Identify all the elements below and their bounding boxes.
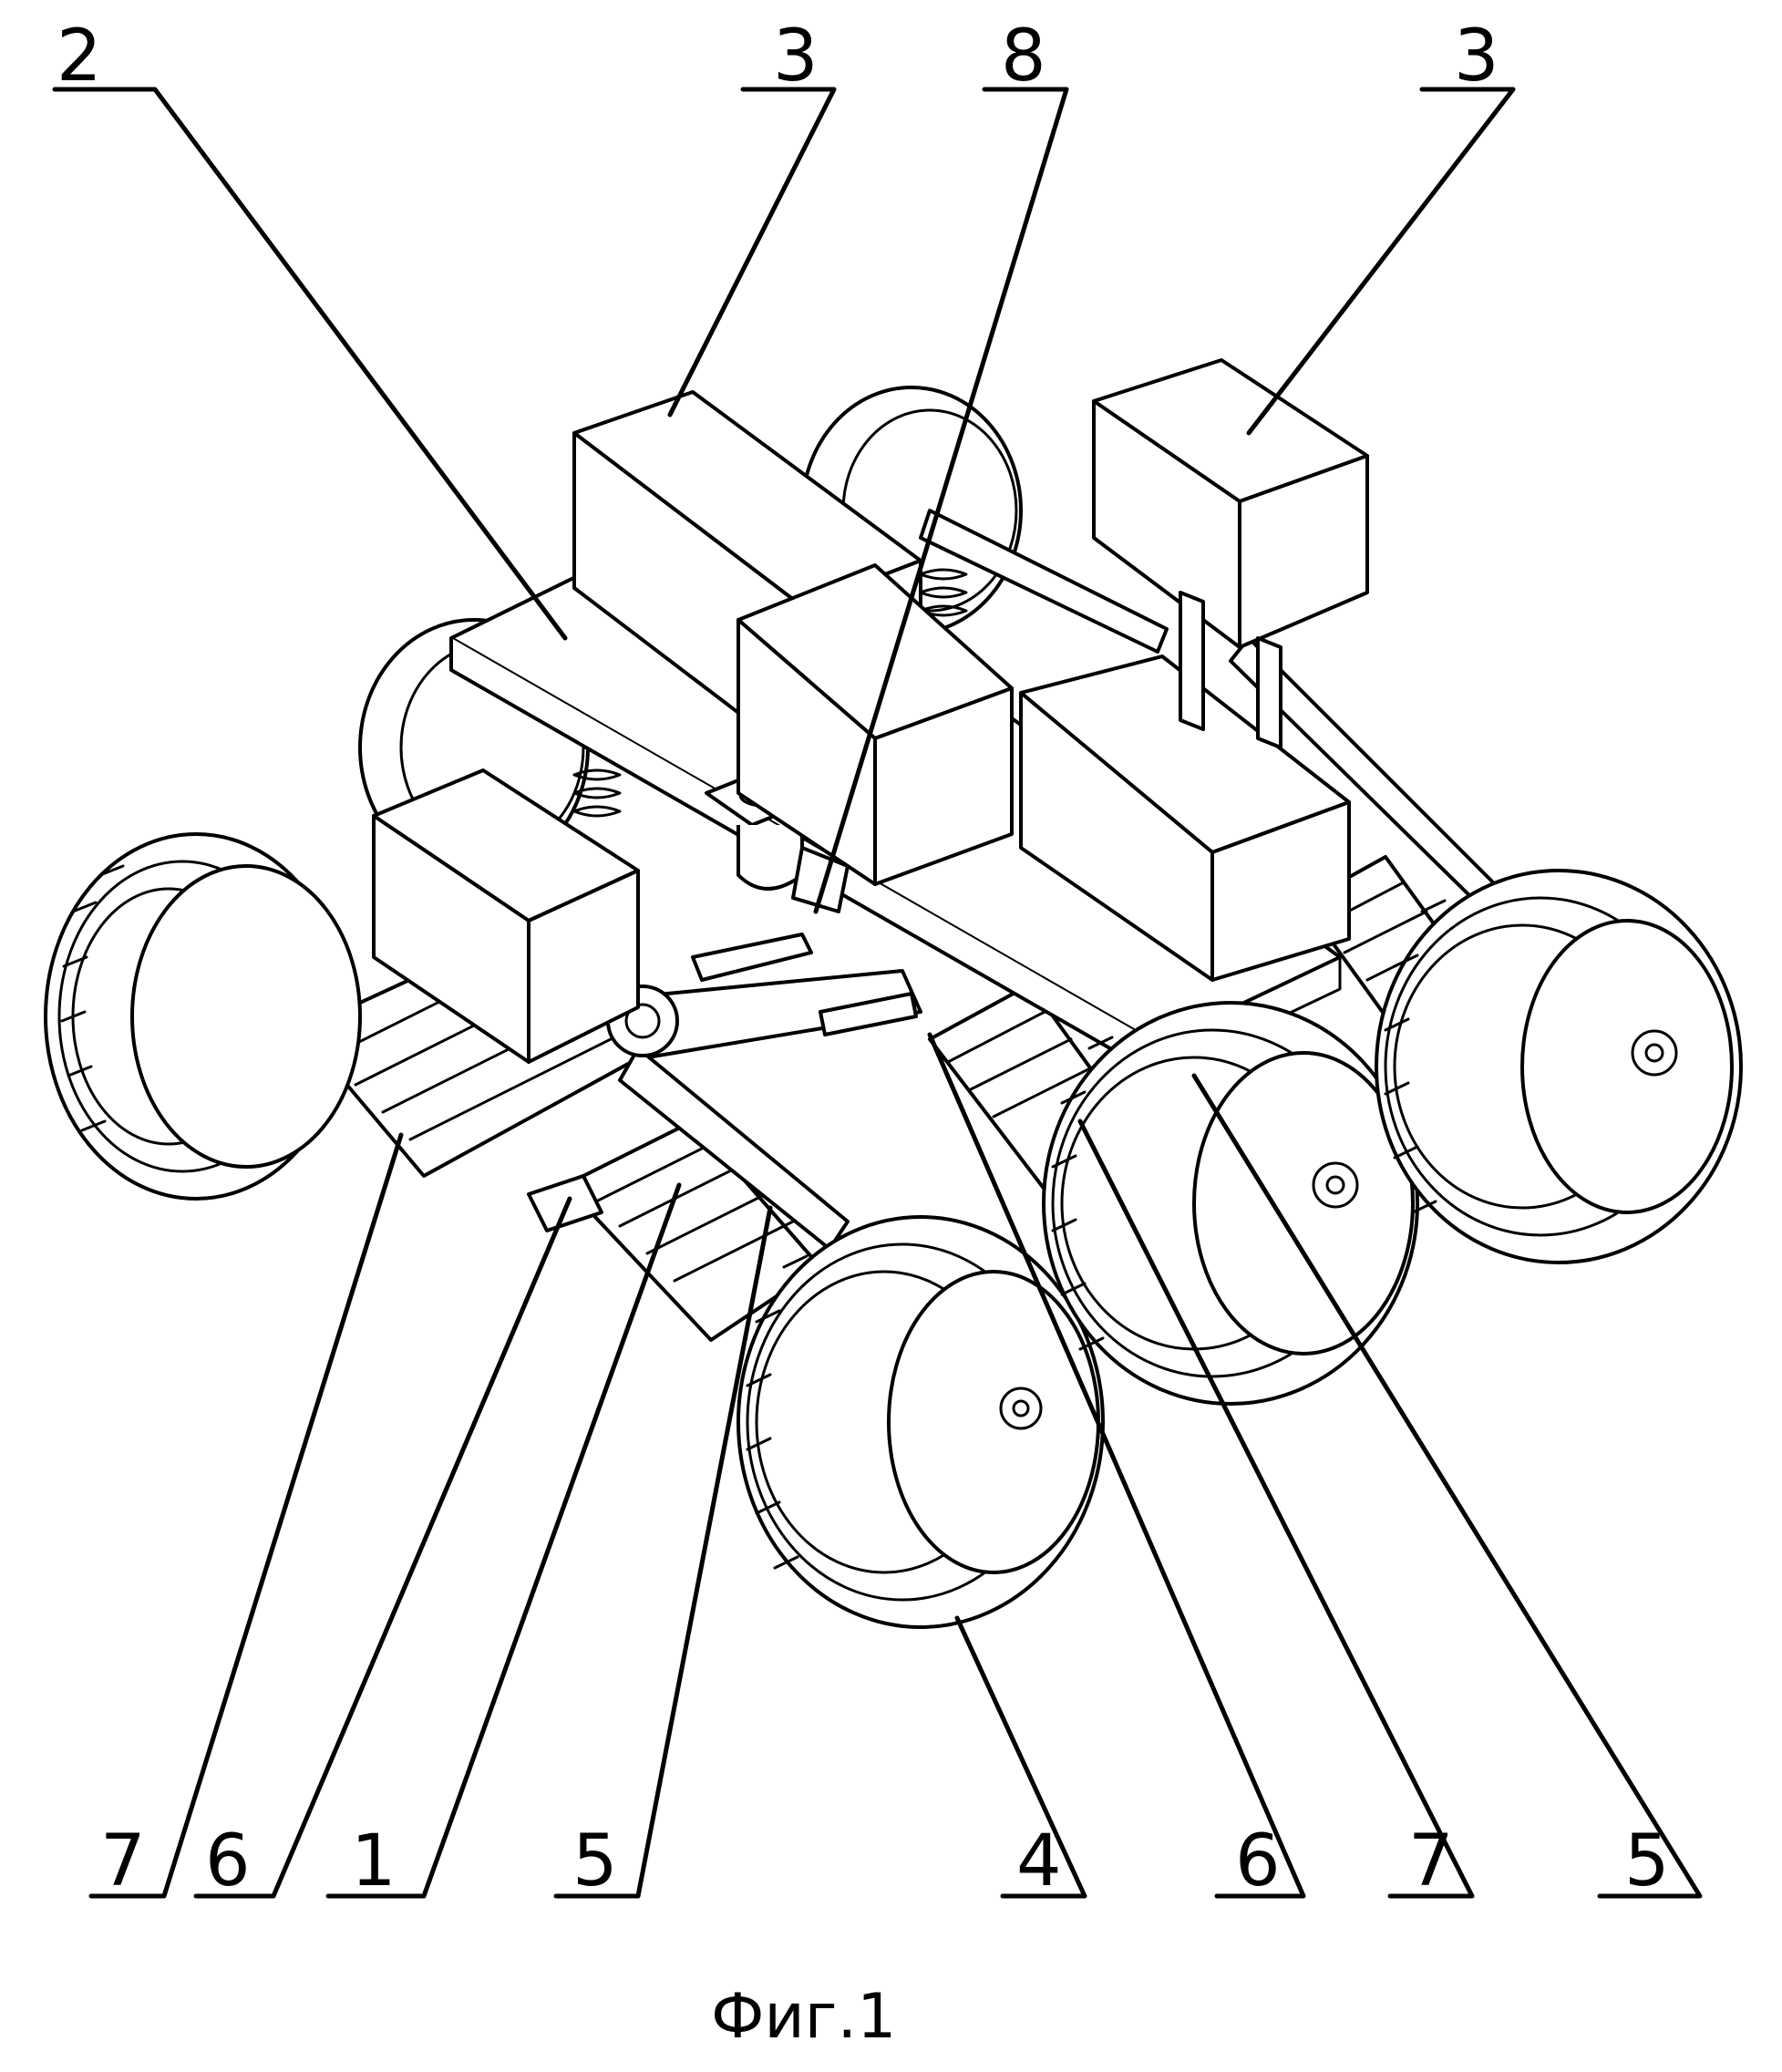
rover-illustration (46, 360, 1741, 1627)
label-3b: 3 (1454, 15, 1499, 98)
wheel-front-right (1376, 871, 1741, 1263)
label-2: 2 (57, 15, 102, 98)
leader-1 (328, 1185, 679, 1896)
label-5b: 5 (1624, 1820, 1670, 1902)
label-8: 8 (1001, 15, 1046, 98)
leader-3a (670, 89, 834, 415)
wheel-front-left (46, 834, 360, 1199)
figure-caption: Фиг.1 (711, 1981, 896, 2053)
label-4: 4 (1016, 1820, 1062, 1902)
leader-3b (1249, 89, 1513, 433)
label-3a: 3 (773, 15, 819, 98)
label-6b: 6 (1235, 1820, 1281, 1902)
label-7a: 7 (100, 1820, 146, 1902)
label-5a: 5 (572, 1820, 618, 1902)
leader-2 (55, 89, 565, 638)
wheel-front-center (738, 1217, 1103, 1627)
label-1: 1 (351, 1820, 397, 1902)
leader-7a (91, 1135, 401, 1896)
label-6a: 6 (205, 1820, 251, 1902)
leader-6a (196, 1199, 570, 1896)
label-7b: 7 (1408, 1820, 1454, 1902)
